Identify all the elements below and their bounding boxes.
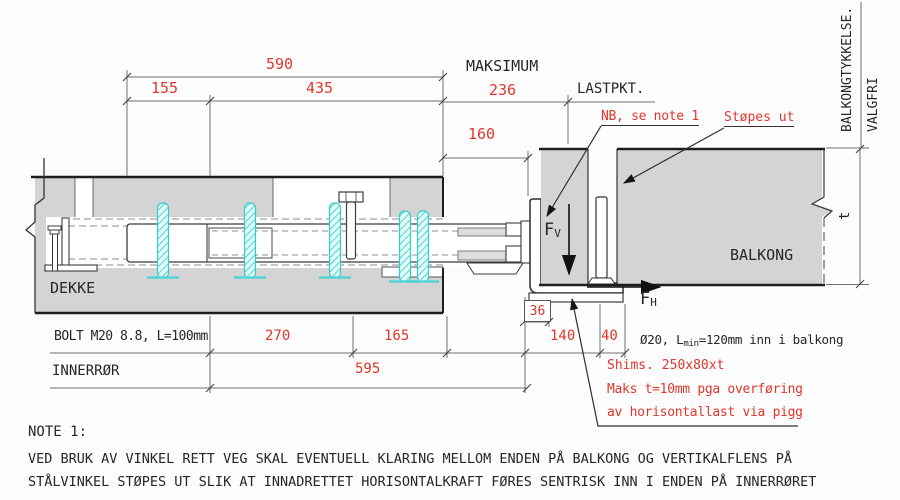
fh-main: F xyxy=(640,289,651,309)
shims-line1: Shims. 250x80xt xyxy=(607,358,725,373)
dim-435: 435 xyxy=(306,79,334,97)
anchor-bars xyxy=(147,202,439,283)
leader-lines xyxy=(546,125,798,427)
lastpkt-label: LASTPKT. xyxy=(577,81,645,97)
dim-155: 155 xyxy=(151,79,179,97)
fv-subscript: V xyxy=(554,227,561,240)
slab-outline xyxy=(24,158,444,315)
stopes-ut-annotation: Støpes ut xyxy=(724,110,795,127)
dekke-label: DEKKE xyxy=(50,279,96,297)
dim-36: 36 xyxy=(529,303,546,319)
pin-spec-label: Ø20, Lmin=120mm inn i balkong xyxy=(640,332,844,349)
shims-line2: Maks t=10mm pga overføring xyxy=(607,382,803,397)
dim-165: 165 xyxy=(384,328,410,344)
dim-590: 590 xyxy=(266,55,294,73)
dimension-ticks xyxy=(122,72,865,393)
pin-spec-prefix: Ø20, L xyxy=(640,332,684,347)
break-line-left xyxy=(24,158,45,313)
dim-40: 40 xyxy=(601,328,618,344)
dim-270: 270 xyxy=(265,328,291,344)
balkongtykkelse-label: BALKONGTYKKELSE. xyxy=(840,6,855,132)
fh-subscript: H xyxy=(650,296,657,309)
valgfri-label: VALGFRI xyxy=(866,77,881,132)
pin-spec-suffix: =120mm inn i balkong xyxy=(698,332,844,347)
balkong-label: BALKONG xyxy=(730,246,794,264)
note-line1: VED BRUK AV VINKEL RETT VEG SKAL EVENTUE… xyxy=(28,451,793,467)
dim-160: 160 xyxy=(468,125,496,143)
dim-36-box: 36 xyxy=(524,300,551,322)
note-title: NOTE 1: xyxy=(28,424,88,440)
dim-thickness-t: t xyxy=(837,211,853,220)
pin-spec-subscript: min xyxy=(683,339,699,349)
bolt-spec-label: BOLT M20 8.8, L=100mm xyxy=(54,329,208,344)
tube-coupler xyxy=(208,227,273,259)
shims-leader xyxy=(570,297,798,427)
force-arrows xyxy=(561,204,662,295)
stopes-leader xyxy=(622,127,725,184)
dimension-lines xyxy=(50,2,869,393)
dim-140: 140 xyxy=(550,328,576,344)
fh-force-label: FH xyxy=(640,289,657,309)
nb-note-annotation: NB, se note 1 xyxy=(601,109,699,126)
fv-force-label: FV xyxy=(544,220,561,240)
left-adjustment-bolt xyxy=(47,225,62,272)
dim-595: 595 xyxy=(355,361,381,377)
dim-236: 236 xyxy=(489,81,517,99)
tube-end-nut xyxy=(520,220,531,264)
maksimum-label: MAKSIMUM xyxy=(466,57,539,75)
note-line2: STÅLVINKEL STØPES UT SLIK AT INNADRETTET… xyxy=(28,474,817,490)
nb-leader xyxy=(546,125,602,218)
m20-bolt xyxy=(338,191,364,260)
fv-main: F xyxy=(544,220,555,240)
shims-line3: av horisontallast via pigg xyxy=(607,405,803,420)
innerror-label: INNERRØR xyxy=(52,363,120,379)
balcony-section xyxy=(539,147,834,287)
break-line-right xyxy=(810,149,834,219)
shear-pin xyxy=(587,196,616,285)
